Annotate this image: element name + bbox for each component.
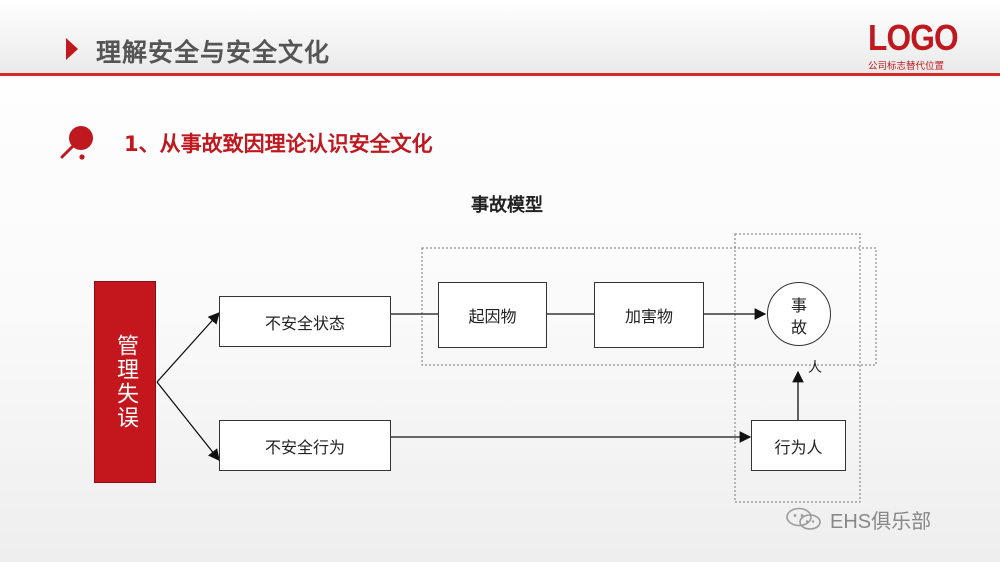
node-unsafe-act: 不安全行为: [219, 420, 391, 471]
node-accident-top: 事: [790, 296, 807, 315]
arrow-mgmt-to-act: [156, 381, 220, 462]
watermark-text: EHS俱乐部: [830, 511, 932, 533]
node-management-error: 管理失误: [94, 281, 156, 483]
node-management-error-label: 管理失误: [113, 334, 138, 430]
section-title: 1、从事故致因理论认识安全文化: [124, 132, 433, 156]
header-divider: [0, 73, 1000, 76]
dashed-group-things: [421, 247, 877, 366]
arrow-mgmt-to-state: [156, 312, 220, 383]
chevron-right-icon: [66, 38, 78, 60]
node-cause-object: 起因物: [438, 282, 547, 348]
logo-subtitle: 公司标志替代位置: [868, 61, 945, 72]
wechat-icon: [786, 507, 821, 530]
node-accident: 事 故: [767, 282, 831, 346]
node-harmful-object: 加害物: [594, 282, 704, 348]
dashed-group-person: [734, 233, 861, 503]
node-accident-bottom: 故: [790, 318, 807, 337]
person-label: 人: [808, 360, 822, 376]
magnifier-icon: [60, 126, 93, 160]
node-unsafe-state: 不安全状态: [219, 296, 391, 347]
company-logo: LOGO: [868, 17, 959, 58]
header-bar: [0, 0, 1000, 76]
diagram-title: 事故模型: [471, 195, 543, 216]
page-title: 理解安全与安全文化: [96, 38, 331, 67]
node-actor: 行为人: [751, 420, 846, 471]
